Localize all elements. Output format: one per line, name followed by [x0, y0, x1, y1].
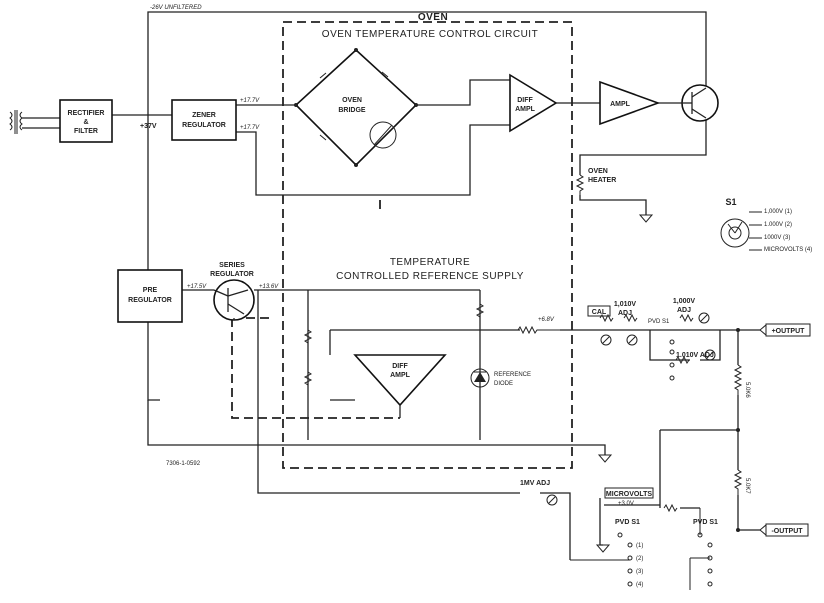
v3-label: +17.5V	[187, 284, 207, 290]
ground-icon-2	[595, 454, 613, 553]
sw-pos-2: (2)	[636, 556, 643, 562]
r5k7-label: 5.0K7	[744, 478, 750, 494]
ref-diode-label-1: REFERENCE	[494, 372, 531, 378]
output-divider	[733, 328, 743, 532]
diff-ampl-top-label-2: AMPL	[515, 106, 536, 113]
one-mv-adj-label: 1MV ADJ	[520, 480, 550, 487]
diff-ampl-lower: DIFF AMPL	[353, 354, 447, 418]
text-labels: -26V UNFILTERED OVEN OVEN TEMPERATURE CO…	[140, 5, 750, 588]
zener-label-2: REGULATOR	[182, 122, 226, 129]
fig-number: 7306-1-0592	[166, 461, 201, 467]
transformer-icon	[9, 110, 23, 134]
reference-resistors	[303, 303, 560, 386]
diff-ampl-top-label-1: DIFF	[517, 97, 533, 104]
pvd-s1-c-label: PVD S1	[693, 519, 718, 526]
pvd-s1-b-label: PVD S1	[615, 519, 640, 526]
diff-ampl-low-label-1: DIFF	[392, 363, 408, 370]
sw-pos-1: (1)	[636, 543, 643, 549]
diff-ampl-low-label-2: AMPL	[390, 372, 411, 379]
s1-pos-2: 1.000V (2)	[764, 222, 792, 228]
s1-pos-3: 1000V (3)	[764, 235, 790, 241]
v2-label: +17.7V	[240, 125, 260, 131]
vref-label: +6.8V	[538, 317, 555, 323]
plus-output-label: +OUTPUT	[772, 328, 806, 335]
transistor-icon	[680, 84, 719, 122]
plus-output-terminal: +OUTPUT	[759, 323, 811, 337]
oven-heater-resistor	[575, 174, 585, 195]
pre-regulator-label-1: PRE	[143, 287, 158, 294]
ref-title-2: CONTROLLED REFERENCE SUPPLY	[336, 271, 524, 282]
s1-label: S1	[725, 197, 736, 207]
ref-title-1: TEMPERATURE	[390, 257, 470, 268]
sw-pos-3: (3)	[636, 569, 643, 575]
minus-output-terminal: -OUTPUT	[759, 523, 809, 537]
oven-heater-label-2: HEATER	[588, 177, 616, 184]
plus37-label: +37V	[140, 123, 157, 130]
rectifier-label-1: RECTIFIER	[68, 110, 105, 117]
adj-10v-label-2: ADJ	[618, 310, 632, 317]
oven-bridge: OVEN BRIDGE	[294, 48, 418, 167]
diff-ampl-top: DIFF AMPL	[509, 73, 558, 133]
sw-pos-4: (4)	[636, 582, 643, 588]
v4-label: +13.6V	[259, 284, 279, 290]
adj-1000v-label-2: ADJ	[677, 307, 691, 314]
oven-heater-label-1: OVEN	[588, 168, 608, 175]
bridge-label-2: BRIDGE	[338, 107, 366, 114]
pre-regulator-label-2: REGULATOR	[128, 297, 172, 304]
s1-pos-4: MICROVOLTS (4)	[764, 247, 812, 253]
adj-10v-label-1: 1,010V	[614, 301, 637, 308]
ampl-block: AMPL	[599, 80, 661, 126]
rectifier-label-3: FILTER	[74, 128, 98, 135]
oven-control-title: OVEN TEMPERATURE CONTROL CIRCUIT	[322, 29, 538, 40]
adjust-pots	[546, 312, 716, 513]
microvolts-label: MICROVOLTS	[606, 491, 652, 498]
rectifier-block: RECTIFIER & FILTER	[59, 99, 113, 143]
plus3v-label: +3.0V	[618, 501, 634, 507]
series-reg-label-1: SERIES	[219, 262, 245, 269]
bridge-label-1: OVEN	[342, 97, 362, 104]
ref-diode-label-2: DIODE	[494, 381, 513, 387]
unfiltered-label: -26V UNFILTERED	[150, 5, 202, 11]
switch-contacts	[570, 339, 713, 590]
adj-1000v-label-1: 1,000V	[673, 298, 696, 305]
ground-icon	[638, 214, 654, 223]
rectifier-label-2: &	[83, 119, 88, 126]
pvd-s1-a-label: PVD S1	[648, 319, 670, 325]
s1-pos-1: 1,000V (1)	[764, 209, 792, 215]
v1-label: +17.7V	[240, 98, 260, 104]
ampl-label: AMPL	[610, 101, 631, 108]
r5k6-label: 5.0K6	[744, 382, 750, 398]
s1-rotary-switch-icon: S1 1,000V (1) 1.000V (2) 1000V (3) MICRO…	[720, 197, 812, 253]
reference-diode-icon	[470, 368, 490, 388]
adj-010v-label: 1.010V ADJ	[676, 352, 714, 359]
series-regulator-transistor	[213, 279, 255, 321]
pre-regulator-block: PRE REGULATOR	[117, 269, 183, 323]
cal-label: CAL	[592, 309, 607, 316]
zener-label-1: ZENER	[192, 112, 216, 119]
oven-label: OVEN	[418, 12, 448, 23]
minus-output-label: -OUTPUT	[771, 528, 803, 535]
series-reg-label-2: REGULATOR	[210, 271, 254, 278]
zener-regulator-block: ZENER REGULATOR	[171, 99, 237, 141]
